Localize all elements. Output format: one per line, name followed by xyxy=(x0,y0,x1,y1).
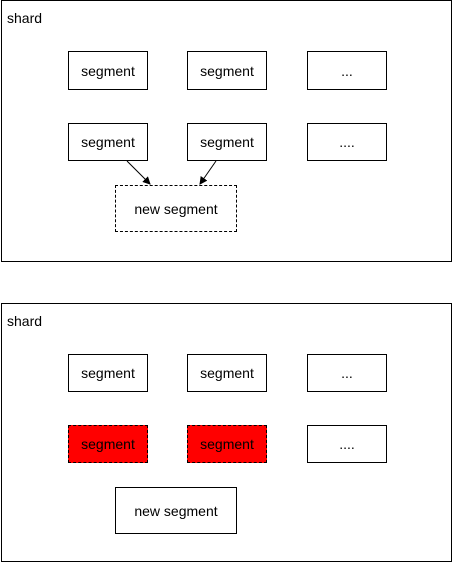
segment-label: segment xyxy=(81,436,135,452)
ellipsis-label: ... xyxy=(341,62,353,79)
segment-label: segment xyxy=(81,62,135,79)
new-segment-box-committed: new segment xyxy=(115,487,237,534)
new-segment-label: new segment xyxy=(134,502,218,519)
more-segments-box: ... xyxy=(307,354,387,392)
segment-box-merge-source: segment xyxy=(187,123,267,161)
segment-label: segment xyxy=(200,436,254,452)
shard-label: shard xyxy=(7,313,43,329)
segment-box: segment xyxy=(187,354,267,392)
shard-container-after-merge: shard segment segment ... segment segmen… xyxy=(1,303,452,562)
segment-box-merged-away: segment xyxy=(68,425,148,463)
segment-label: segment xyxy=(200,365,254,381)
new-segment-box-pending: new segment xyxy=(115,185,237,232)
merge-arrow-right xyxy=(199,160,217,185)
ellipsis-label: .... xyxy=(339,134,355,150)
more-segments-box: ... xyxy=(307,51,387,90)
more-segments-box: .... xyxy=(307,425,387,463)
ellipsis-label: ... xyxy=(341,365,353,381)
shard-label: shard xyxy=(7,10,43,26)
segment-label: segment xyxy=(81,134,135,150)
more-segments-box: .... xyxy=(307,123,387,161)
ellipsis-label: .... xyxy=(339,436,355,452)
segment-label: segment xyxy=(81,365,135,381)
segment-label: segment xyxy=(200,62,254,79)
merge-arrow-left xyxy=(126,160,151,185)
segment-box-merge-source: segment xyxy=(68,123,148,161)
segment-box: segment xyxy=(68,354,148,392)
segment-box: segment xyxy=(68,51,148,90)
shard-container-before-merge: shard segment segment ... segment segmen… xyxy=(1,0,452,262)
segment-box-merged-away: segment xyxy=(187,425,267,463)
new-segment-label: new segment xyxy=(134,200,218,217)
segment-label: segment xyxy=(200,134,254,150)
segment-box: segment xyxy=(187,51,267,90)
